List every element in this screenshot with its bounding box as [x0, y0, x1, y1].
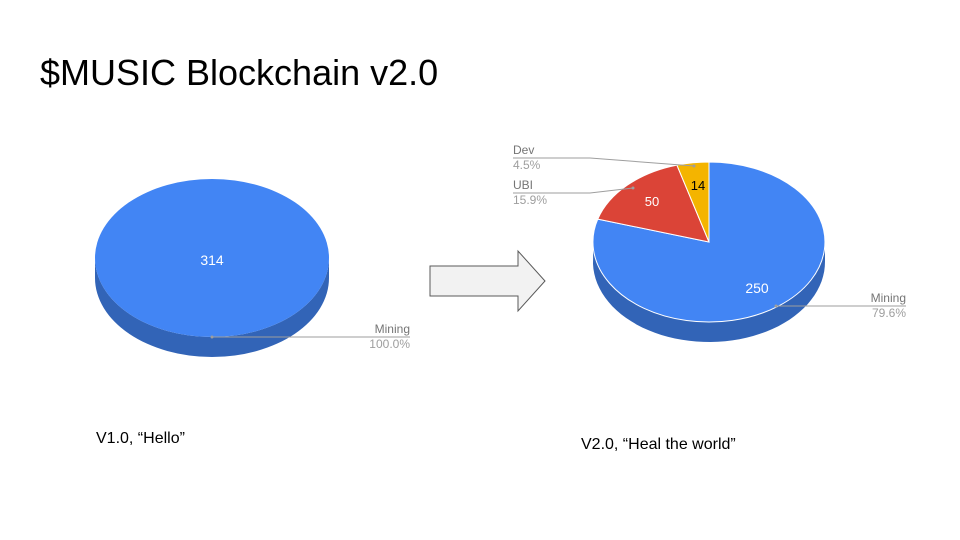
leader-line-dev [513, 157, 695, 167]
legend-percent-dev: 4.5% [513, 158, 541, 172]
legend-name-ubi: UBI [513, 178, 533, 192]
leader-dot-ubi [631, 186, 635, 190]
pie-side-mining [95, 258, 329, 357]
right-arrow-icon [429, 249, 546, 313]
legend-name-mining: Mining [871, 291, 906, 305]
legend-percent-mining: 100.0% [369, 337, 410, 351]
legend-percent-ubi: 15.9% [513, 193, 547, 207]
pie-side-mining [593, 238, 825, 342]
pie-slice-mining [95, 179, 329, 337]
data-label-mining: 314 [200, 252, 224, 268]
data-label-mining: 250 [745, 280, 769, 296]
caption-v2: V2.0, “Heal the world” [581, 436, 736, 453]
legend-percent-mining: 79.6% [872, 306, 906, 320]
caption-v1: V1.0, “Hello” [96, 430, 185, 447]
leader-dot-mining [210, 335, 214, 339]
right-arrow-shape [429, 249, 546, 313]
leader-dot-mining [774, 304, 778, 308]
legend-name-dev: Dev [513, 143, 534, 157]
pie-slice-ubi [597, 164, 710, 243]
leader-line-ubi [513, 187, 634, 194]
legend-name-mining: Mining [375, 322, 410, 336]
leader-dot-dev [692, 164, 696, 168]
data-label-ubi: 50 [645, 194, 659, 209]
slide-title: $MUSIC Blockchain v2.0 [40, 52, 439, 93]
data-label-dev: 14 [691, 178, 705, 193]
